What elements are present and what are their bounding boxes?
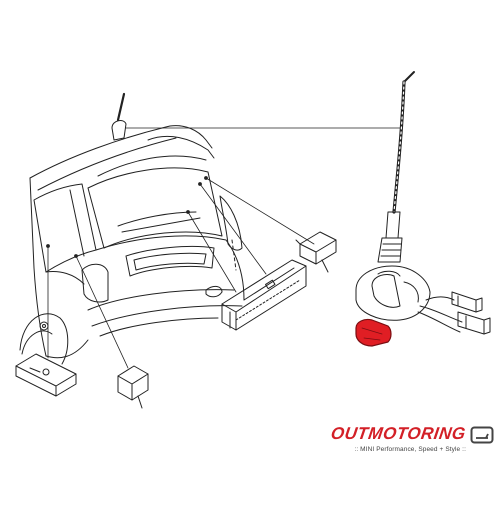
brand-name: OUTMOTORING bbox=[330, 424, 468, 443]
car-body bbox=[19, 125, 245, 365]
antenna-base bbox=[355, 265, 431, 321]
highlighted-gasket bbox=[355, 318, 392, 347]
antenna-amplifier-module bbox=[221, 259, 307, 331]
antenna-diversity-module bbox=[295, 231, 337, 273]
brand-watermark: OUTMOTORING :: MINI Performance, Speed +… bbox=[322, 424, 500, 464]
roof-antenna bbox=[111, 92, 127, 141]
brand-tagline: :: MINI Performance, Speed + Style :: bbox=[354, 446, 466, 453]
car-outline-icon bbox=[470, 426, 494, 444]
leader-lines bbox=[46, 127, 403, 369]
tv-tuner-module bbox=[15, 353, 77, 397]
antenna-mast bbox=[377, 71, 415, 263]
antenna-cables bbox=[417, 291, 491, 335]
antenna-filter-module bbox=[117, 365, 149, 409]
